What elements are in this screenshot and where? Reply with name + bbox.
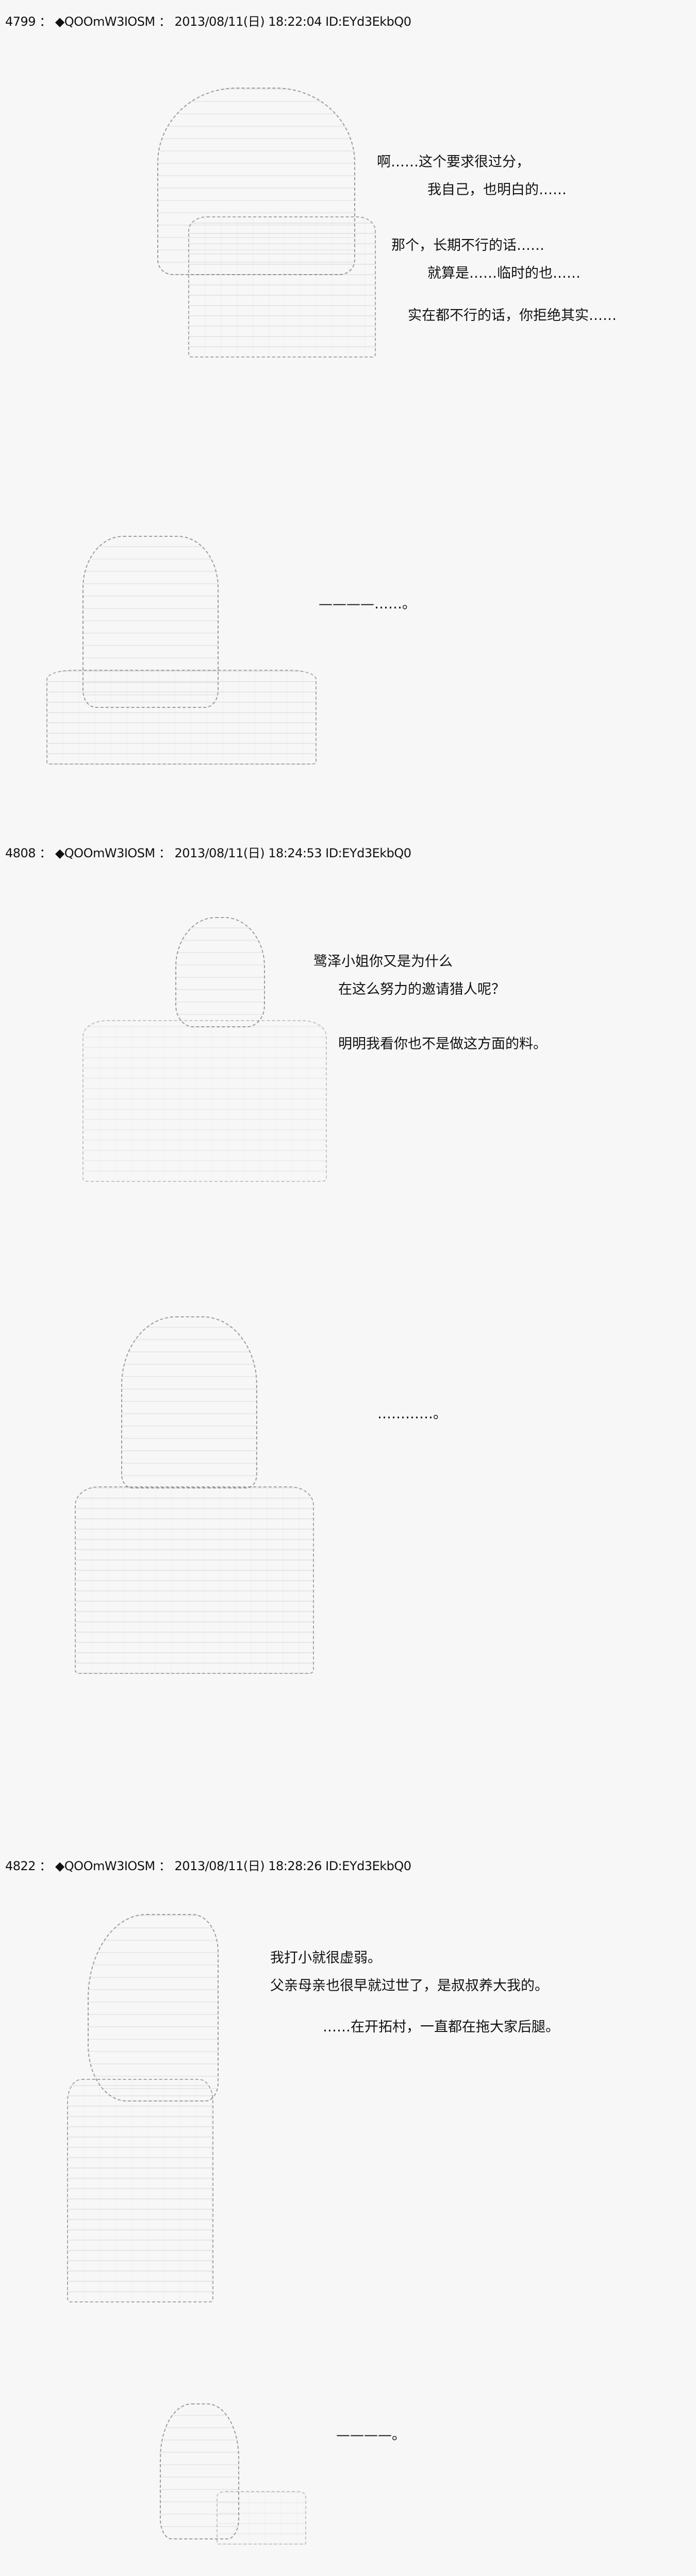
- dialogue-line: 我自己，也明白的……: [427, 182, 567, 198]
- ascii-art-man-bald: [46, 536, 317, 765]
- dialogue-line: 实在都不行的话，你拒绝其实……: [408, 308, 617, 324]
- ascii-art-girl-short-hair: [157, 88, 376, 358]
- ascii-art-girl-long-hair: [75, 1316, 314, 1674]
- post-header: 4799 ： ◆QOOmW3IOSM ： 2013/08/11(日) 18:22…: [5, 14, 411, 29]
- post-header: 4808 ： ◆QOOmW3IOSM ： 2013/08/11(日) 18:24…: [5, 846, 411, 860]
- post-header: 4822 ： ◆QOOmW3IOSM ： 2013/08/11(日) 18:28…: [5, 1859, 411, 1873]
- dialogue-line: 明明我看你也不是做这方面的料。: [338, 1036, 547, 1052]
- dialogue-line: 我打小就很虚弱。: [270, 1950, 382, 1966]
- ascii-art-man-sitting: [36, 917, 335, 1182]
- dialogue-line: 那个，长期不行的话……: [391, 238, 544, 253]
- dialogue-line: 父亲母亲也很早就过世了，是叔叔养大我的。: [270, 1978, 549, 1994]
- ascii-art-girl-profile: [67, 1914, 222, 2302]
- dialogue-line: …………。: [377, 1406, 447, 1422]
- dialogue-line: 鹭泽小姐你又是为什么: [313, 954, 453, 970]
- dialogue-line: 在这么努力的邀请猎人呢？: [338, 981, 505, 997]
- dialogue-line: 啊……这个要求很过分，: [377, 154, 530, 170]
- dialogue-line: ————。: [336, 2427, 406, 2443]
- ascii-art-man-closed-eyes: [160, 2403, 306, 2545]
- dialogue-line: 就算是……临时的也……: [427, 265, 581, 281]
- dialogue-line: ……在开拓村，一直都在拖大家后腿。: [323, 2019, 559, 2035]
- dialogue-line: ————……。: [319, 596, 416, 612]
